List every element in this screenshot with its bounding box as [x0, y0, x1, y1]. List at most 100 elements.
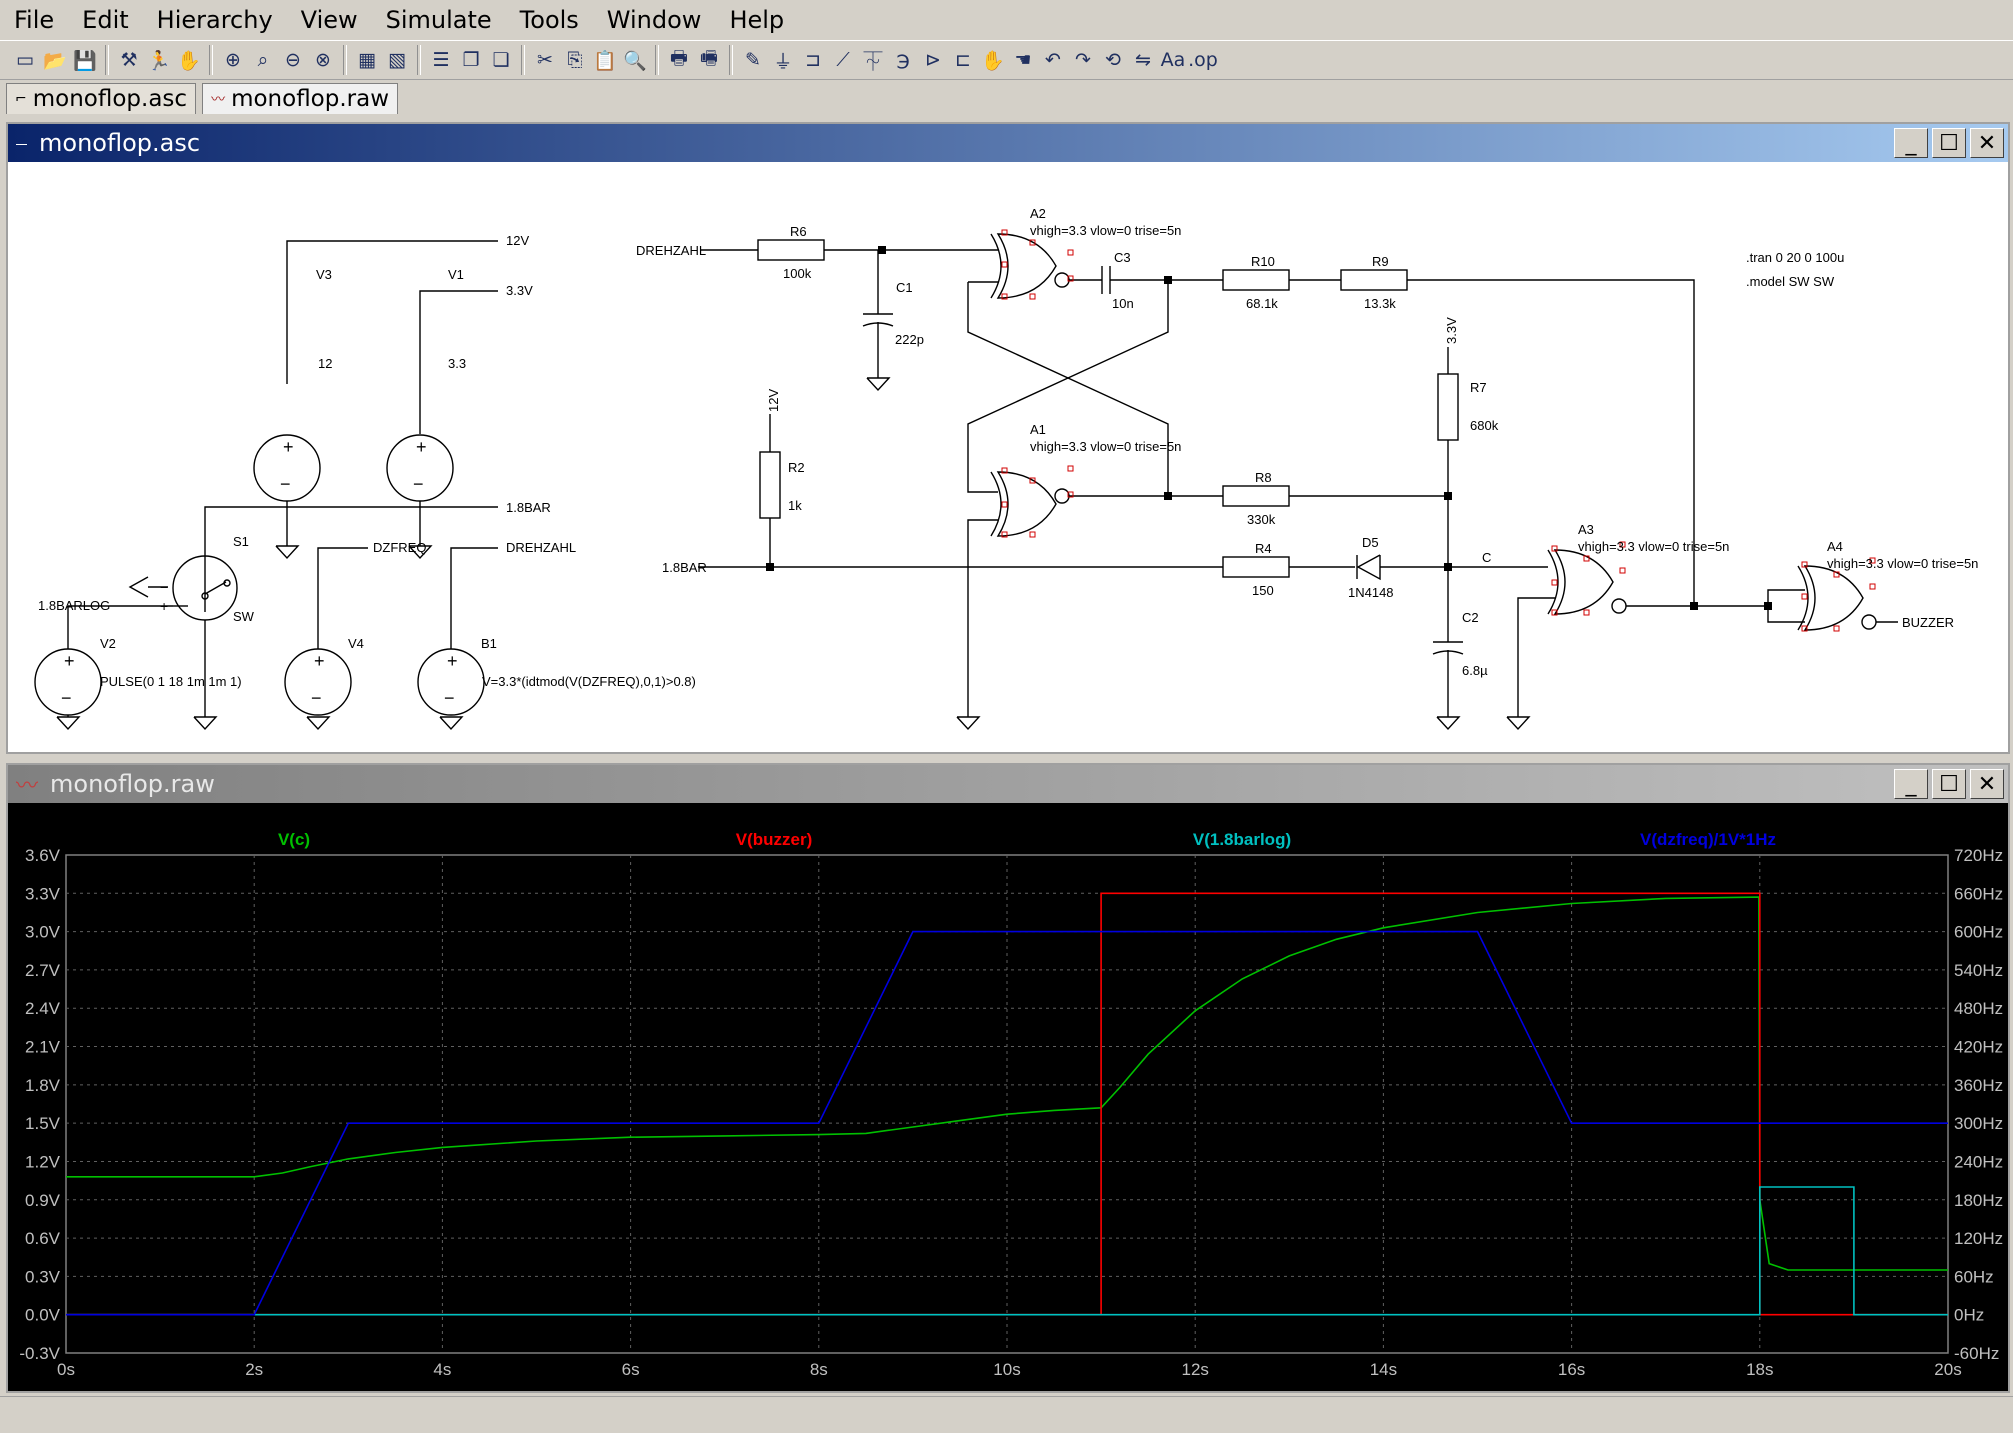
capacitor-icon[interactable]: ⏇: [863, 50, 883, 73]
zoom-pan-icon[interactable]: ⌕: [257, 49, 269, 71]
rotate-icon[interactable]: ⟲: [1105, 49, 1121, 71]
svg-text:+: +: [283, 437, 294, 457]
r8-value: 330k: [1247, 512, 1276, 527]
menu-simulate[interactable]: Simulate: [385, 6, 492, 34]
trace-label[interactable]: V(dzfreq)/1V*1Hz: [1640, 830, 1776, 849]
x-tick-label: 16s: [1558, 1360, 1585, 1379]
diode-icon[interactable]: ⊳: [925, 49, 941, 71]
tab-monoflop-raw[interactable]: 〰 monoflop.raw: [202, 83, 399, 114]
d5-value: 1N4148: [1348, 585, 1394, 600]
x-tick-label: 10s: [993, 1360, 1020, 1379]
trace-v-1-8barlog-[interactable]: [66, 1186, 1948, 1316]
v2-label: V2: [100, 636, 116, 651]
toolbar-separator: [417, 45, 421, 75]
run-icon[interactable]: 🏃: [147, 49, 171, 72]
zoom-out-icon[interactable]: ⊖: [285, 49, 301, 71]
y-tick-label-right: 540Hz: [1954, 961, 2003, 980]
toolbar-separator: [521, 45, 525, 75]
trace-v-buzzer-[interactable]: [66, 892, 1948, 1316]
r9-label: R9: [1372, 254, 1389, 269]
r6-value: 100k: [783, 266, 812, 281]
zoom-fit-icon[interactable]: ⊗: [315, 49, 331, 71]
save-icon[interactable]: 💾: [73, 49, 97, 72]
menu-help[interactable]: Help: [729, 6, 785, 34]
inductor-icon[interactable]: ℈: [896, 49, 910, 71]
autorange-icon[interactable]: ▦: [358, 49, 376, 71]
trace-label[interactable]: V(c): [278, 830, 310, 849]
svg-text:+: +: [160, 598, 168, 614]
tab-monoflop-asc[interactable]: ⌐ monoflop.asc: [6, 83, 197, 114]
r2-value: 1k: [788, 498, 802, 513]
waveform-icon: 〰: [211, 92, 226, 108]
plot-titlebar[interactable]: 〰 monoflop.raw _ ☐ ✕: [8, 765, 2008, 803]
svg-text:−: −: [61, 688, 72, 708]
tile-horizontal-icon[interactable]: ☰: [432, 49, 450, 71]
minimize-button[interactable]: _: [1894, 769, 1928, 799]
ground-icon[interactable]: ⏚: [773, 50, 793, 73]
r9-value: 13.3k: [1364, 296, 1396, 311]
component-icon[interactable]: ⊏: [955, 49, 971, 71]
svg-text:−: −: [413, 474, 424, 494]
halt-icon[interactable]: ✋: [177, 49, 201, 72]
tile-vertical-icon[interactable]: ❏: [492, 49, 510, 71]
close-button[interactable]: ✕: [1970, 128, 2004, 158]
maximize-button[interactable]: ☐: [1932, 128, 1966, 158]
spice-model[interactable]: .model SW SW: [1746, 274, 1835, 289]
y-tick-label-right: 180Hz: [1954, 1191, 2003, 1210]
new-schematic-icon[interactable]: ▭: [16, 49, 34, 71]
delete-plot-icon[interactable]: ▧: [388, 49, 406, 71]
trace-label[interactable]: V(buzzer): [736, 830, 813, 849]
trace-label[interactable]: V(1.8barlog): [1193, 830, 1291, 849]
move-icon[interactable]: ✋: [981, 49, 1005, 72]
window-title: monoflop.raw: [50, 770, 215, 798]
v4-label: V4: [348, 636, 364, 651]
r2-net: 12V: [766, 389, 781, 412]
net-buzzer: BUZZER: [1902, 615, 1954, 630]
a1-label: A1: [1030, 422, 1046, 437]
menu-tools[interactable]: Tools: [519, 6, 579, 34]
mirror-icon[interactable]: ⇋: [1135, 49, 1151, 71]
spice-directive-icon[interactable]: .op: [1188, 49, 1218, 71]
draw-wire-icon[interactable]: ✎: [745, 49, 761, 71]
open-icon[interactable]: 📂: [43, 49, 67, 72]
c2-label: C2: [1462, 610, 1479, 625]
plot-frame: [65, 854, 1949, 1354]
control-panel-icon[interactable]: ⚒: [120, 49, 138, 71]
menu-hierarchy[interactable]: Hierarchy: [156, 6, 273, 34]
maximize-button[interactable]: ☐: [1932, 769, 1966, 799]
minimize-button[interactable]: _: [1894, 128, 1928, 158]
toolbar-separator: [209, 45, 213, 75]
svg-text:+: +: [416, 437, 427, 457]
redo-icon[interactable]: ↷: [1075, 49, 1091, 71]
find-icon[interactable]: 🔍: [623, 49, 647, 72]
schematic-canvas[interactable]: +− +− +− +− +− −+ V3 12 12V V1 3.3 3.3V …: [8, 162, 2008, 750]
copy-icon[interactable]: ⎘: [567, 49, 583, 71]
trace-v-dzfreq-1v-1hz[interactable]: [66, 930, 1948, 1316]
spice-tran[interactable]: .tran 0 20 0 100u: [1746, 250, 1844, 265]
print-icon[interactable]: 🖶: [670, 47, 688, 69]
paste-icon[interactable]: 📋: [593, 49, 617, 72]
r4-label: R4: [1255, 541, 1272, 556]
menu-window[interactable]: Window: [606, 6, 702, 34]
resistor-icon[interactable]: ⟋: [836, 49, 850, 71]
net-18barlog: 1.8BARLOG: [38, 598, 110, 613]
label-net-icon[interactable]: ⊐: [805, 49, 821, 71]
print-setup-icon[interactable]: 🖷: [700, 47, 718, 69]
c1-label: C1: [896, 280, 913, 295]
schematic-titlebar[interactable]: ⎯ monoflop.asc _ ☐ ✕: [8, 124, 2008, 162]
cut-icon[interactable]: ✂: [537, 49, 553, 71]
undo-icon[interactable]: ↶: [1045, 49, 1061, 71]
menu-file[interactable]: File: [14, 6, 55, 34]
menu-view[interactable]: View: [300, 6, 358, 34]
menu-edit[interactable]: Edit: [82, 6, 129, 34]
x-tick-label: 0s: [57, 1360, 75, 1379]
b1-label: B1: [481, 636, 497, 651]
svg-text:−: −: [280, 474, 291, 494]
y-tick-label-left: 0.0V: [25, 1306, 61, 1325]
zoom-in-icon[interactable]: ⊕: [225, 49, 241, 71]
drag-icon[interactable]: ☚: [1014, 49, 1032, 71]
text-icon[interactable]: Aa: [1160, 49, 1186, 71]
cascade-icon[interactable]: ❐: [462, 49, 480, 71]
close-button[interactable]: ✕: [1970, 769, 2004, 799]
